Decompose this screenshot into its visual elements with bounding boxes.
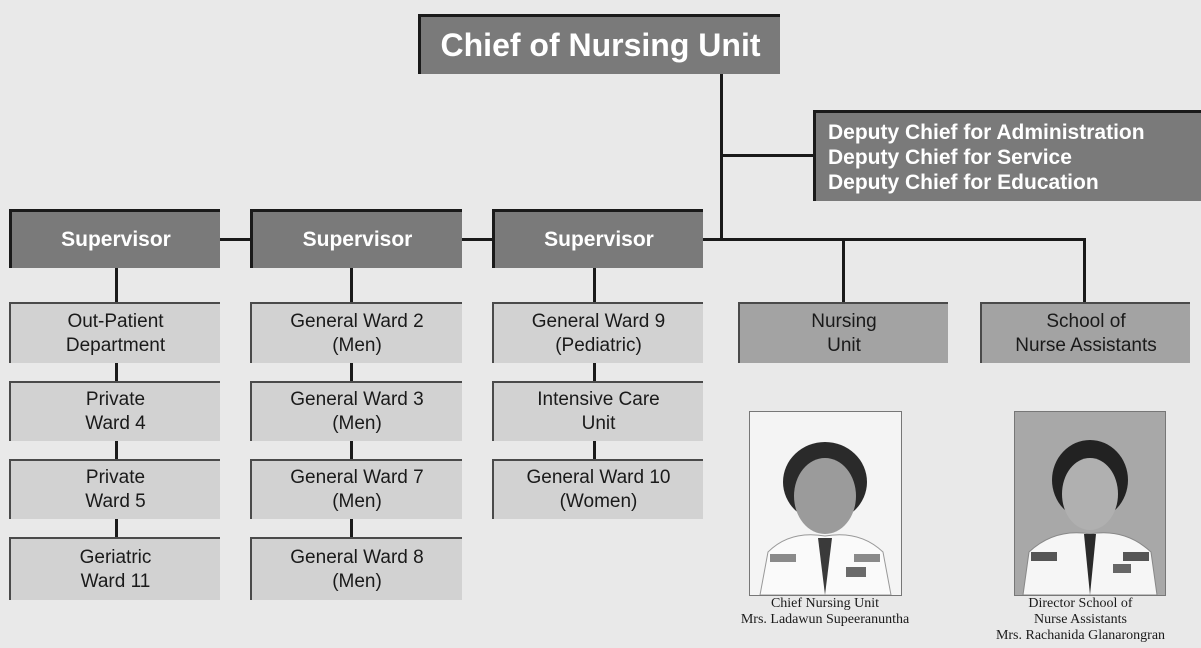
unit-line-2: Ward 11 (80, 570, 151, 592)
connector-deputy (720, 154, 814, 157)
supervisor-label: Supervisor (544, 228, 654, 251)
supervisor-box-1: Supervisor (9, 209, 220, 268)
unit-line-1: General Ward 8 (290, 546, 424, 568)
unit-line-2: Department (65, 334, 166, 356)
connector-col3 (593, 268, 596, 465)
unit-line-1: Private (85, 467, 146, 488)
unit-line-1: Intensive Care (537, 389, 660, 410)
caption-line-2: Nurse Assistants (1034, 612, 1127, 627)
caption-line-2: Mrs. Ladawun Supeeranuntha (740, 612, 910, 627)
unit-out-patient: Out-Patient Department (9, 302, 220, 363)
connector-nursing-drop (842, 238, 845, 302)
unit-general-ward-2: General Ward 2 (Men) (250, 302, 462, 363)
portrait-chief-illustration (750, 412, 901, 595)
unit-private-ward-5: Private Ward 5 (9, 459, 220, 519)
deputy-service: Deputy Chief for Service (828, 145, 1072, 169)
unit-line-1: Nursing (811, 310, 877, 332)
unit-line-2: Unit (581, 413, 616, 434)
unit-intensive-care: Intensive Care Unit (492, 381, 703, 441)
caption-director: Director School of Nurse Assistants Mrs.… (960, 596, 1201, 644)
unit-line-1: Private (85, 389, 146, 410)
unit-line-1: General Ward 3 (290, 389, 424, 410)
unit-line-2: (Men) (332, 334, 382, 356)
deputy-box: Deputy Chief for Administration Deputy C… (813, 110, 1201, 201)
unit-line-2: (Men) (332, 570, 382, 592)
connector-main-horizontal (703, 238, 1086, 241)
unit-general-ward-9: General Ward 9 (Pediatric) (492, 302, 703, 363)
unit-line-2: (Women) (559, 491, 638, 512)
caption-chief: Chief Nursing Unit Mrs. Ladawun Supeeran… (690, 596, 960, 628)
portrait-director-photo (1014, 411, 1166, 596)
connector-school-drop (1083, 238, 1086, 302)
unit-line-1: Geriatric (79, 546, 152, 568)
unit-general-ward-7: General Ward 7 (Men) (250, 459, 462, 519)
unit-line-1: Out-Patient (67, 310, 164, 332)
deputy-administration: Deputy Chief for Administration (828, 120, 1145, 144)
portrait-chief-photo (749, 411, 902, 596)
unit-line-2: (Men) (332, 491, 382, 512)
unit-geriatric-ward-11: Geriatric Ward 11 (9, 537, 220, 600)
unit-general-ward-3: General Ward 3 (Men) (250, 381, 462, 441)
connector-sup2-sup3 (462, 238, 494, 241)
supervisor-box-2: Supervisor (250, 209, 462, 268)
caption-line-1: Chief Nursing Unit (770, 596, 880, 611)
caption-line-3: Mrs. Rachanida Glanarongran (995, 628, 1166, 643)
unit-private-ward-4: Private Ward 4 (9, 381, 220, 441)
unit-general-ward-8: General Ward 8 (Men) (250, 537, 462, 600)
supervisor-box-3: Supervisor (492, 209, 703, 268)
unit-line-1: General Ward 2 (290, 310, 424, 332)
supervisor-label: Supervisor (302, 228, 413, 251)
deputy-education: Deputy Chief for Education (828, 170, 1099, 194)
unit-line-2: Nurse Assistants (1015, 334, 1157, 356)
unit-general-ward-10: General Ward 10 (Women) (492, 459, 703, 519)
chief-title: Chief of Nursing Unit (440, 27, 761, 63)
supervisor-label: Supervisor (61, 228, 171, 251)
unit-line-1: General Ward 10 (526, 467, 671, 488)
portrait-director-illustration (1015, 412, 1165, 595)
unit-line-1: School of (1046, 310, 1126, 332)
nursing-unit-box: Nursing Unit (738, 302, 948, 363)
unit-line-2: Ward 4 (85, 413, 146, 434)
unit-line-2: Ward 5 (85, 491, 146, 512)
connector-sup1-sup2 (220, 238, 252, 241)
unit-line-1: General Ward 7 (290, 467, 424, 488)
caption-line-1: Director School of (1028, 596, 1133, 611)
school-box: School of Nurse Assistants (980, 302, 1190, 363)
unit-line-2: Unit (827, 334, 861, 356)
chief-box: Chief of Nursing Unit (418, 14, 780, 74)
unit-line-2: (Pediatric) (555, 334, 642, 356)
unit-line-1: General Ward 9 (531, 310, 666, 332)
unit-line-2: (Men) (332, 413, 382, 434)
